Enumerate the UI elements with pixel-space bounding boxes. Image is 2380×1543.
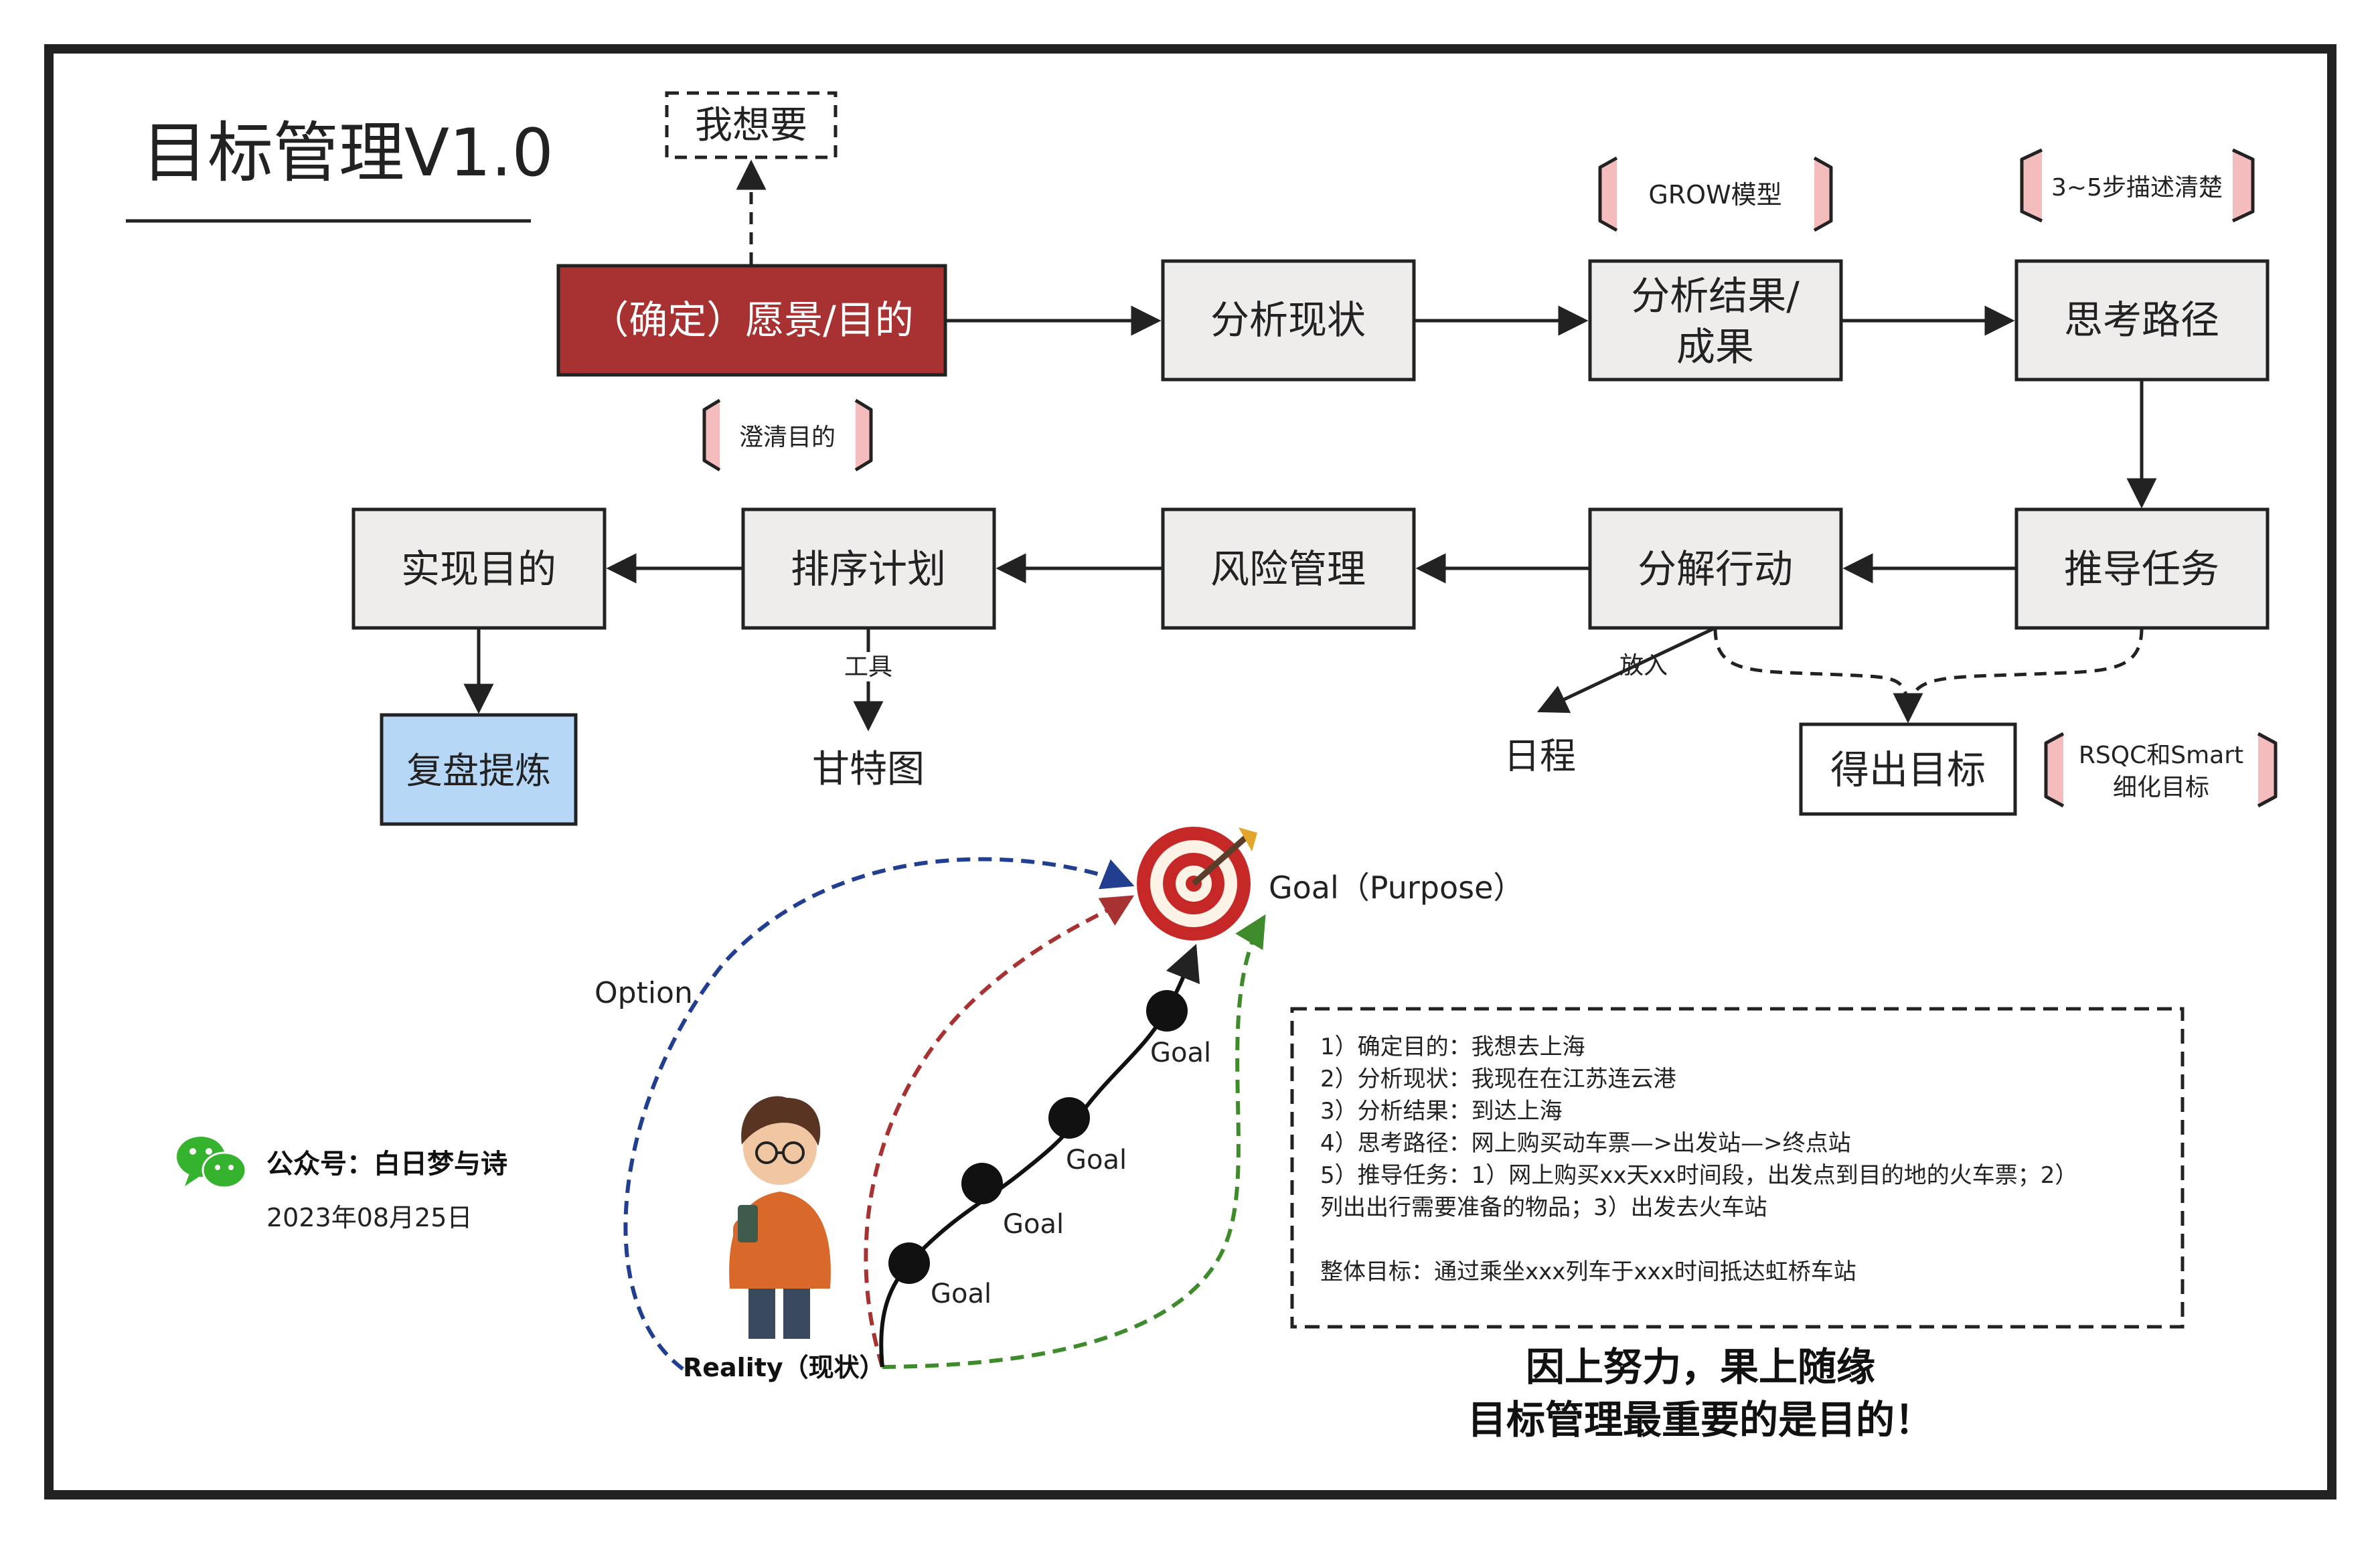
analyze-status-box [1161,259,1416,382]
slogan-line-2: 目标管理最重要的是目的！ [1467,1397,1933,1443]
note-line-1: 1）确定目的：我想去上海 [1320,1034,1585,1060]
dashed-tasks-to-goal [1906,627,2144,721]
vision-box [556,264,947,377]
want-box [665,91,838,159]
goal-purpose-label: Goal（Purpose） [1269,870,1524,906]
goal-node-1 [888,1242,930,1284]
vision-label: （确定）愿景/目的 [590,297,914,343]
tool-label-bg [840,652,896,681]
tag-clarify-label: 澄清目的 [739,424,836,451]
decompose-label: 分解行动 [1638,546,1793,592]
goal-node-1-label: Goal [931,1279,991,1309]
analyze-result-label-2: 成果 [1676,324,1754,370]
review-label: 复盘提炼 [406,750,551,792]
note-line-5: 5）推导任务：1）网上购买xx天xx时间段，出发点到目的地的火车票；2） [1320,1162,2078,1189]
schedule-box [741,507,996,630]
note-line-3: 3）分析结果：到达上海 [1320,1098,1563,1125]
review-box [380,713,578,826]
decompose-box [1588,507,1843,630]
risk-box [1161,507,1416,630]
schedule-label: 排序计划 [791,546,946,592]
tag-rsqc-label-2: 细化目标 [2113,774,2209,801]
dashed-decompose-to-goal [1713,627,1923,724]
green-path [882,914,1266,1369]
slogan-line-1: 因上努力，果上随缘 [1526,1344,1875,1390]
get-goal-box [1799,722,2017,816]
tag-steps: 3~5步描述清楚 [2020,148,2255,223]
get-goal-label: 得出目标 [1830,747,1986,793]
achieve-label: 实现目的 [401,546,556,592]
arrow-decompose-to-calendar [1536,626,1717,714]
note-line-6: 列出出行需要准备的物品；3）出发去火车站 [1320,1194,1767,1221]
analyze-status-label: 分析现状 [1210,297,1366,343]
page-title: 目标管理V1.0 [142,115,554,191]
goal-node-4 [1146,990,1188,1032]
analyze-result-box [1588,259,1843,382]
notes-box [1290,1007,2185,1329]
think-path-box [2014,259,2270,382]
option-label: Option [594,976,693,1010]
avatar-illustration [722,1096,839,1339]
tag-clarify: 澄清目的 [702,398,873,472]
risk-label: 风险管理 [1210,546,1366,592]
tag-rsqc-label-1: RSQC和Smart [2079,742,2243,769]
goal-node-3 [1048,1097,1090,1139]
note-line-4: 4）思考路径：网上购买动车票—>出发站—>终点站 [1320,1130,1851,1157]
think-path-label: 思考路径 [2064,297,2219,343]
note-line-8: 整体目标：通过乘坐xxx列车于xxx时间抵达虹桥车站 [1320,1258,1856,1285]
tag-grow: GROW模型 [1598,156,1833,232]
goal-node-2-label: Goal [1003,1209,1064,1240]
account-label: 公众号：白日梦与诗 [266,1149,507,1180]
tag-steps-label: 3~5步描述清楚 [2051,174,2223,201]
want-label: 我想要 [695,104,807,147]
date-label: 2023年08月25日 [266,1203,472,1232]
derive-tasks-box [2014,507,2270,630]
note-line-2: 2）分析现状：我现在在江苏连云港 [1320,1066,1676,1092]
gantt-label: 甘特图 [812,748,925,791]
target-icon [1137,827,1257,941]
tag-grow-label: GROW模型 [1648,180,1781,210]
wechat-icon [177,1137,247,1189]
tag-rsqc: RSQC和Smart 细化目标 [2044,732,2278,808]
derive-tasks-label: 推导任务 [2064,546,2219,592]
achieve-box [351,507,607,630]
analyze-result-label-1: 分析结果/ [1631,273,1800,319]
tool-label: 工具 [844,653,892,681]
option-path [623,857,1135,1371]
goal-node-3-label: Goal [1066,1145,1127,1175]
goal-node-4-label: Goal [1150,1038,1211,1068]
reality-label: Reality（现状） [683,1353,885,1382]
put-in-label: 放入 [1619,652,1668,679]
calendar-label: 日程 [1504,735,1576,777]
red-path [864,895,1135,1368]
goal-node-2 [961,1163,1003,1204]
